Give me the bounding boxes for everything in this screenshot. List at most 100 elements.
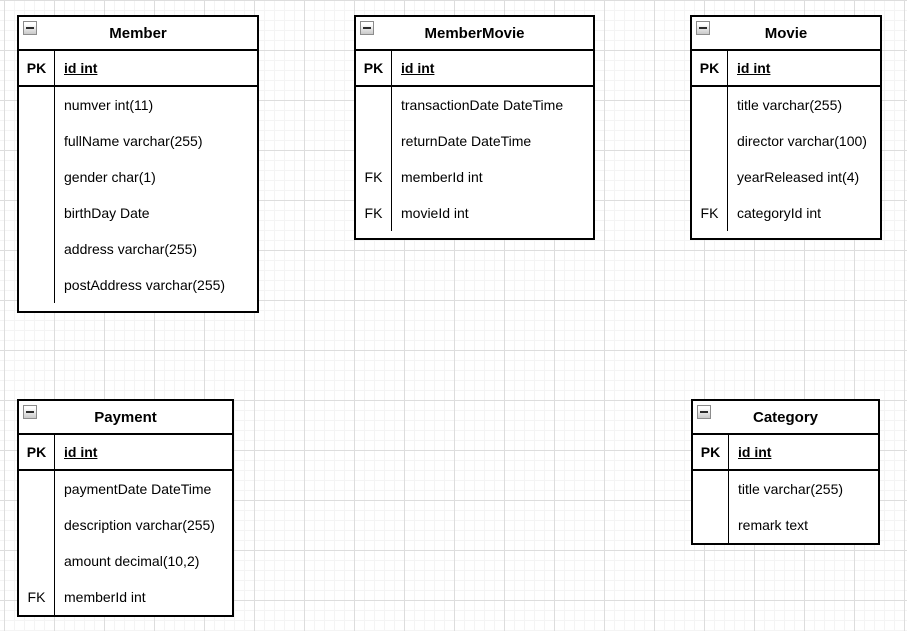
key-cell: [19, 195, 55, 231]
pk-key-cell: PK: [693, 435, 729, 469]
pk-field-cell: id int: [64, 60, 98, 76]
pk-row[interactable]: PK id int: [19, 435, 232, 471]
attribute-cell: remark text: [738, 517, 809, 533]
pk-key-cell: PK: [19, 51, 55, 85]
key-cell: [19, 471, 55, 507]
entity-table-member[interactable]: Member PK id int numver int(11) fullName…: [17, 15, 259, 313]
attribute-cell: memberId int: [401, 169, 483, 185]
table-body: numver int(11) fullName varchar(255) gen…: [19, 87, 257, 311]
attribute-row[interactable]: FK memberId int: [356, 159, 593, 195]
key-cell: [19, 231, 55, 267]
table-title: Payment: [94, 408, 157, 426]
attribute-cell: gender char(1): [64, 169, 156, 185]
attribute-row[interactable]: paymentDate DateTime: [19, 471, 232, 507]
attribute-cell: title varchar(255): [738, 481, 844, 497]
attribute-cell: memberId int: [64, 589, 146, 605]
key-cell: FK: [356, 195, 392, 231]
key-cell: [356, 123, 392, 159]
attribute-row[interactable]: yearReleased int(4): [692, 159, 880, 195]
attribute-cell: director varchar(100): [737, 133, 867, 149]
pk-field-cell: id int: [738, 444, 772, 460]
attribute-cell: paymentDate DateTime: [64, 481, 212, 497]
attribute-row[interactable]: fullName varchar(255): [19, 123, 257, 159]
collapse-minus-icon[interactable]: [697, 405, 711, 419]
table-body: paymentDate DateTime description varchar…: [19, 471, 232, 615]
table-title: MemberMovie: [424, 24, 525, 42]
key-cell: [692, 87, 728, 123]
attribute-row[interactable]: FK categoryId int: [692, 195, 880, 231]
minus-glyph: [26, 27, 34, 29]
pk-field-cell: id int: [64, 444, 98, 460]
attribute-cell: address varchar(255): [64, 241, 198, 257]
key-cell: [19, 159, 55, 195]
pk-row[interactable]: PK id int: [692, 51, 880, 87]
key-cell: [693, 471, 729, 507]
attribute-cell: categoryId int: [737, 205, 822, 221]
key-cell: [693, 507, 729, 543]
attribute-row[interactable]: postAddress varchar(255): [19, 267, 257, 303]
attribute-cell: returnDate DateTime: [401, 133, 532, 149]
collapse-minus-icon[interactable]: [23, 405, 37, 419]
key-cell: FK: [692, 195, 728, 231]
table-header[interactable]: Payment: [19, 401, 232, 435]
attribute-row[interactable]: gender char(1): [19, 159, 257, 195]
attribute-row[interactable]: director varchar(100): [692, 123, 880, 159]
key-cell: [19, 507, 55, 543]
pk-key-cell: PK: [692, 51, 728, 85]
attribute-row[interactable]: amount decimal(10,2): [19, 543, 232, 579]
collapse-minus-icon[interactable]: [23, 21, 37, 35]
collapse-minus-icon[interactable]: [360, 21, 374, 35]
entity-table-movie[interactable]: Movie PK id int title varchar(255) direc…: [690, 15, 882, 240]
attribute-row[interactable]: description varchar(255): [19, 507, 232, 543]
attribute-cell: description varchar(255): [64, 517, 215, 533]
table-header[interactable]: Member: [19, 17, 257, 51]
table-title: Category: [752, 408, 819, 426]
minus-glyph: [700, 411, 708, 413]
attribute-row[interactable]: title varchar(255): [693, 471, 878, 507]
key-cell: [19, 87, 55, 123]
attribute-cell: transactionDate DateTime: [401, 97, 564, 113]
attribute-row[interactable]: transactionDate DateTime: [356, 87, 593, 123]
key-cell: [19, 543, 55, 579]
attribute-cell: movieId int: [401, 205, 469, 221]
attribute-row[interactable]: remark text: [693, 507, 878, 543]
minus-glyph: [26, 411, 34, 413]
attribute-row[interactable]: birthDay Date: [19, 195, 257, 231]
table-title: Movie: [764, 24, 808, 42]
entity-table-category[interactable]: Category PK id int title varchar(255) re…: [691, 399, 880, 545]
table-body: title varchar(255) remark text: [693, 471, 878, 543]
table-header[interactable]: Category: [693, 401, 878, 435]
pk-row[interactable]: PK id int: [693, 435, 878, 471]
pk-row[interactable]: PK id int: [19, 51, 257, 87]
key-cell: [692, 123, 728, 159]
table-body: transactionDate DateTime returnDate Date…: [356, 87, 593, 238]
attribute-cell: title varchar(255): [737, 97, 843, 113]
table-title: Member: [109, 24, 167, 42]
attribute-cell: fullName varchar(255): [64, 133, 203, 149]
entity-table-payment[interactable]: Payment PK id int paymentDate DateTime d…: [17, 399, 234, 617]
table-body: title varchar(255) director varchar(100)…: [692, 87, 880, 238]
attribute-row[interactable]: FK memberId int: [19, 579, 232, 615]
attribute-row[interactable]: numver int(11): [19, 87, 257, 123]
attribute-row[interactable]: title varchar(255): [692, 87, 880, 123]
attribute-cell: yearReleased int(4): [737, 169, 860, 185]
key-cell: [19, 267, 55, 303]
attribute-row[interactable]: returnDate DateTime: [356, 123, 593, 159]
pk-key-cell: PK: [19, 435, 55, 469]
attribute-cell: birthDay Date: [64, 205, 150, 221]
table-header[interactable]: Movie: [692, 17, 880, 51]
pk-field-cell: id int: [401, 60, 435, 76]
pk-field-cell: id int: [737, 60, 771, 76]
key-cell: FK: [19, 579, 55, 615]
attribute-row[interactable]: address varchar(255): [19, 231, 257, 267]
table-header[interactable]: MemberMovie: [356, 17, 593, 51]
minus-glyph: [699, 27, 707, 29]
pk-row[interactable]: PK id int: [356, 51, 593, 87]
key-cell: [19, 123, 55, 159]
entity-table-membermovie[interactable]: MemberMovie PK id int transactionDate Da…: [354, 15, 595, 240]
key-cell: [356, 87, 392, 123]
collapse-minus-icon[interactable]: [696, 21, 710, 35]
pk-key-cell: PK: [356, 51, 392, 85]
attribute-row[interactable]: FK movieId int: [356, 195, 593, 231]
